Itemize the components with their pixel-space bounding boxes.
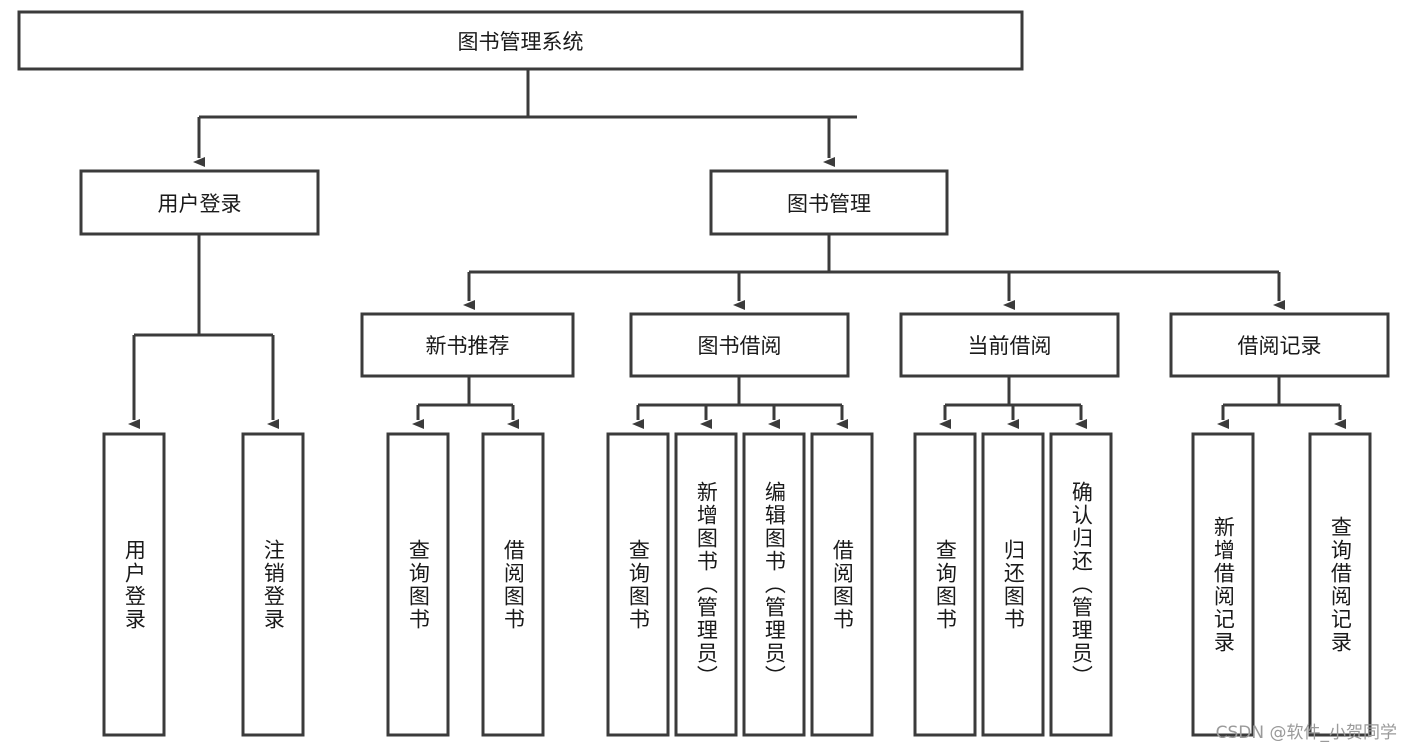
node-book-borrow[interactable]	[629, 312, 850, 378]
leaf-box-book-borrow-2[interactable]	[742, 432, 806, 737]
leaf-box-current-borrow-0[interactable]	[913, 432, 977, 737]
connector-userlogin-to-leaves	[128, 234, 279, 429]
node-new-book-recommend[interactable]	[360, 312, 575, 378]
leaf-box-user-login-0[interactable]	[102, 432, 166, 737]
node-current-borrow[interactable]	[899, 312, 1120, 378]
node-user-login[interactable]	[79, 169, 320, 236]
csdn-watermark: CSDN @软件_小贺同学	[1215, 723, 1397, 743]
connector-newbook-to-leaves	[412, 376, 519, 429]
connector-bookmgmt-to-level3	[463, 234, 1285, 310]
connector-root-to-level2	[193, 69, 857, 167]
leaf-box-new-book-1[interactable]	[481, 432, 545, 737]
leaf-box-user-login-1[interactable]	[241, 432, 305, 737]
connector-borrowrecord-to-leaves	[1217, 376, 1346, 429]
leaf-box-new-book-0[interactable]	[386, 432, 450, 737]
leaf-box-book-borrow-0[interactable]	[606, 432, 670, 737]
connector-currentborrow-to-leaves	[939, 376, 1087, 429]
node-borrow-record[interactable]	[1169, 312, 1390, 378]
leaf-box-current-borrow-1[interactable]	[981, 432, 1045, 737]
leaf-box-borrow-record-0[interactable]	[1191, 432, 1255, 737]
leaf-box-current-borrow-2[interactable]	[1049, 432, 1113, 737]
leaf-box-book-borrow-1[interactable]	[674, 432, 738, 737]
connector-bookborrow-to-leaves	[632, 376, 848, 429]
node-book-management[interactable]	[709, 169, 949, 236]
leaf-box-borrow-record-1[interactable]	[1308, 432, 1372, 737]
node-root[interactable]	[17, 10, 1024, 71]
leaf-box-book-borrow-3[interactable]	[810, 432, 874, 737]
